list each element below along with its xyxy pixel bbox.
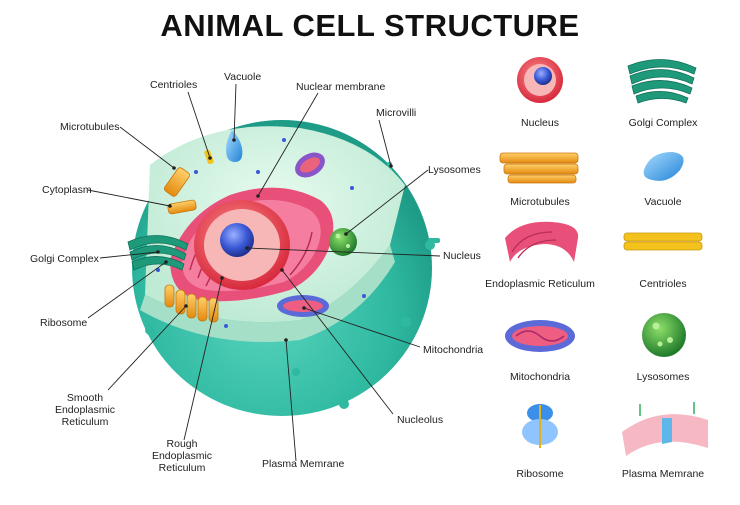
legend-caption-nucleus: Nucleus xyxy=(521,117,559,129)
label-microtubules: Microtubules xyxy=(60,121,120,133)
legend-caption-mitochondria: Mitochondria xyxy=(509,371,571,383)
label-mitochondria: Mitochondria xyxy=(423,344,484,356)
page-title: ANIMAL CELL STRUCTURE xyxy=(160,8,580,43)
label-cytoplasm: Cytoplasm xyxy=(42,184,92,196)
label-ribosome: Ribosome xyxy=(40,317,88,329)
lysosome-shape xyxy=(329,228,357,256)
legend-caption-er: Endoplasmic Reticulum xyxy=(485,278,595,290)
centrioles-icon xyxy=(623,232,703,251)
legend-caption-golgi: Golgi Complex xyxy=(628,117,698,129)
label-smooth-er: Smooth Endoplasmic Reticulum xyxy=(54,392,116,428)
plasma-membrane-icon xyxy=(622,402,708,456)
label-microvilli: Microvilli xyxy=(376,107,417,119)
golgi-icon xyxy=(627,59,697,104)
vacuole-shape xyxy=(226,130,243,162)
ribosome-icon xyxy=(522,404,558,448)
nucleus-shape xyxy=(194,200,290,290)
microtubule-shapes xyxy=(164,167,197,215)
legend-caption-vacuole: Vacuole xyxy=(644,196,682,208)
legend-caption-ribosome: Ribosome xyxy=(516,468,564,480)
microtubules-icon xyxy=(499,152,579,184)
er-icon xyxy=(505,221,579,262)
legend-caption-plasma-membrane: Plasma Memrane xyxy=(621,468,705,480)
label-lysosomes: Lysosomes xyxy=(428,164,481,176)
label-plasma-membrane: Plasma Memrane xyxy=(262,458,345,470)
label-nucleus: Nucleus xyxy=(443,250,481,262)
lysosome-icon xyxy=(642,313,686,357)
legend-caption-lysosomes: Lysosomes xyxy=(636,371,690,383)
label-centrioles: Centrioles xyxy=(150,79,198,91)
leader-lines xyxy=(87,83,441,462)
label-vacuole: Vacuole xyxy=(224,71,262,83)
label-rough-er: Rough Endoplasmic Reticulum xyxy=(151,438,213,474)
nucleus-icon xyxy=(517,57,563,103)
label-nuclear-membrane: Nuclear membrane xyxy=(296,81,386,93)
mitochondria-icon xyxy=(505,320,575,352)
legend-caption-centrioles: Centrioles xyxy=(639,278,687,290)
vacuole-icon xyxy=(643,152,684,181)
label-nucleolus: Nucleolus xyxy=(397,414,444,426)
mitochondria-shapes xyxy=(277,152,329,317)
label-golgi-complex: Golgi Complex xyxy=(30,253,99,265)
legend-caption-microtubules: Microtubules xyxy=(510,196,570,208)
